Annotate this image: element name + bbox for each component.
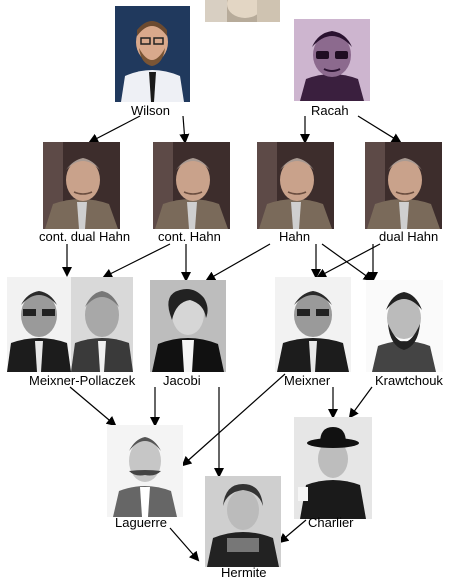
racah-portrait-photo [294,19,370,101]
node-label-wilson: Wilson [131,103,171,118]
arrow-laguerre-to-hermite [169,527,200,562]
node-label-laguerre: Laguerre [115,515,168,530]
arrow-charlier-to-hermite [278,519,307,544]
charlier-portrait-photo [294,417,372,519]
arrow-hahn-to-jacobi [205,243,271,281]
node-label-hahn: Hahn [279,229,311,244]
arrow-krawtchouk-to-charlier [348,386,373,419]
meixner-portrait-photo [275,277,351,372]
hermite-portrait-photo [205,476,281,567]
dual-hahn-portrait-photo [365,142,442,229]
krawtchouk-portrait-photo [366,280,443,372]
node-label-meixner-pollaczek: Meixner-Pollaczek [29,373,136,388]
meixner-pollaczek-portrait-photo-right [71,277,133,372]
meixner-pollaczek-portrait-photo-left [7,277,71,372]
node-label-cont-dual-hahn: cont. dual Hahn [39,229,131,244]
cont-hahn-portrait-photo [153,142,230,229]
node-label-meixner: Meixner [284,373,331,388]
node-label-dual-hahn: dual Hahn [379,229,439,244]
jacobi-portrait-photo [150,280,226,372]
arrow-wilson-to-cont-hahn [179,115,190,144]
cont-dual-hahn-portrait-photo [43,142,120,229]
hahn-portrait-photo [257,142,334,229]
node-label-charlier: Charlier [308,515,354,530]
node-label-jacobi: Jacobi [163,373,201,388]
wilson-portrait-photo [115,6,190,102]
node-label-krawtchouk: Krawtchouk [375,373,443,388]
arrow-wilson-to-cont-dual-hahn [88,115,141,143]
arrow-meixner-to-laguerre [181,373,286,467]
node-label-racah: Racah [311,103,349,118]
arrow-dual-hahn-to-meixner [316,243,381,278]
partial-portrait-photo [205,0,280,22]
node-label-cont-hahn: cont. Hahn [158,229,221,244]
arrow-meixner-pollaczek-to-laguerre [69,386,117,427]
arrow-cont-hahn-to-meixner-pollaczek [102,243,171,278]
laguerre-portrait-photo [107,425,183,517]
node-label-hermite: Hermite [221,565,267,580]
arrow-racah-to-dual-hahn [357,115,402,144]
